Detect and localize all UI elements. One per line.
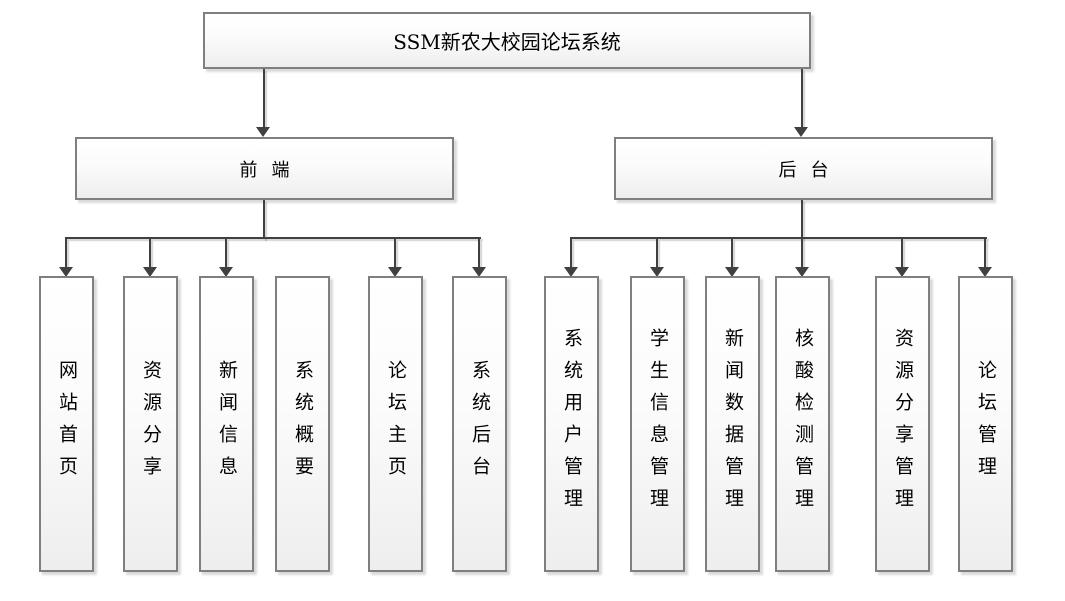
leaf-node-system-backend: 系统后台 — [452, 276, 507, 572]
arrowhead-resource-share — [143, 267, 157, 277]
leaf-node-nucleic-acid-mgmt: 核酸检测管理 — [775, 276, 830, 572]
arrowhead-system-user-mgmt — [564, 267, 578, 277]
leaf-node-resource-share: 资源分享 — [123, 276, 178, 572]
connector-drop-site-home — [65, 239, 67, 267]
connector-drop-news-info — [225, 239, 227, 267]
connector-drop-resource-share-mgmt — [901, 239, 903, 267]
root-node-label: SSM新农大校园论坛系统 — [393, 30, 621, 54]
connector-drop-system-backend — [478, 239, 480, 267]
leaf-node-news-info: 新闻信息 — [199, 276, 254, 572]
leaf-label-forum-home: 论坛主页 — [385, 360, 407, 488]
leaf-node-news-data-mgmt: 新闻数据管理 — [705, 276, 760, 572]
leaf-node-system-user-mgmt: 系统用户管理 — [544, 276, 599, 572]
arrowhead-root-to-backend — [794, 127, 808, 137]
leaf-label-resource-share-mgmt: 资源分享管理 — [892, 328, 914, 520]
branch-frontend-label: 前端 — [239, 159, 304, 181]
arrowhead-forum-mgmt — [978, 267, 992, 277]
leaf-label-resource-share: 资源分享 — [140, 360, 162, 488]
leaf-node-site-home: 网站首页 — [39, 276, 94, 572]
connector-drop-nucleic-acid-mgmt — [801, 239, 803, 267]
branch-node-backend: 后台 — [614, 137, 993, 200]
leaf-label-nucleic-acid-mgmt: 核酸检测管理 — [792, 328, 814, 520]
arrowhead-nucleic-acid-mgmt — [795, 267, 809, 277]
root-node-system-title: SSM新农大校园论坛系统 — [203, 12, 811, 69]
leaf-node-forum-mgmt: 论坛管理 — [958, 276, 1013, 572]
arrowhead-site-home — [59, 267, 73, 277]
connector-drop-system-user-mgmt — [570, 239, 572, 267]
connector-root-to-frontend — [263, 69, 265, 127]
leaf-node-student-info-mgmt: 学生信息管理 — [630, 276, 685, 572]
connector-frontend-riser — [263, 200, 265, 239]
connector-backend-riser — [801, 200, 803, 239]
leaf-node-forum-home: 论坛主页 — [368, 276, 423, 572]
arrowhead-news-info — [219, 267, 233, 277]
leaf-label-site-home: 网站首页 — [56, 360, 78, 488]
leaf-label-system-user-mgmt: 系统用户管理 — [561, 328, 583, 520]
arrowhead-root-to-frontend — [256, 127, 270, 137]
leaf-label-news-info: 新闻信息 — [216, 360, 238, 488]
connector-drop-news-data-mgmt — [731, 239, 733, 267]
connector-root-to-backend — [801, 69, 803, 127]
connector-backend-bus — [570, 237, 987, 239]
connector-frontend-bus — [65, 237, 481, 239]
branch-backend-label: 后台 — [778, 159, 843, 181]
leaf-label-news-data-mgmt: 新闻数据管理 — [722, 328, 744, 520]
leaf-label-student-info-mgmt: 学生信息管理 — [647, 328, 669, 520]
leaf-node-resource-share-mgmt: 资源分享管理 — [875, 276, 930, 572]
branch-node-frontend: 前端 — [75, 137, 454, 200]
arrowhead-forum-home — [388, 267, 402, 277]
leaf-node-system-overview: 系统概要 — [275, 276, 330, 572]
arrowhead-system-backend — [472, 267, 486, 277]
arrowhead-student-info-mgmt — [650, 267, 664, 277]
leaf-label-system-backend: 系统后台 — [469, 360, 491, 488]
arrowhead-news-data-mgmt — [725, 267, 739, 277]
leaf-label-system-overview: 系统概要 — [292, 360, 314, 488]
leaf-label-forum-mgmt: 论坛管理 — [975, 360, 997, 488]
connector-drop-student-info-mgmt — [656, 239, 658, 267]
connector-drop-resource-share — [149, 239, 151, 267]
connector-drop-forum-mgmt — [984, 239, 986, 267]
connector-drop-forum-home — [394, 239, 396, 267]
arrowhead-resource-share-mgmt — [895, 267, 909, 277]
